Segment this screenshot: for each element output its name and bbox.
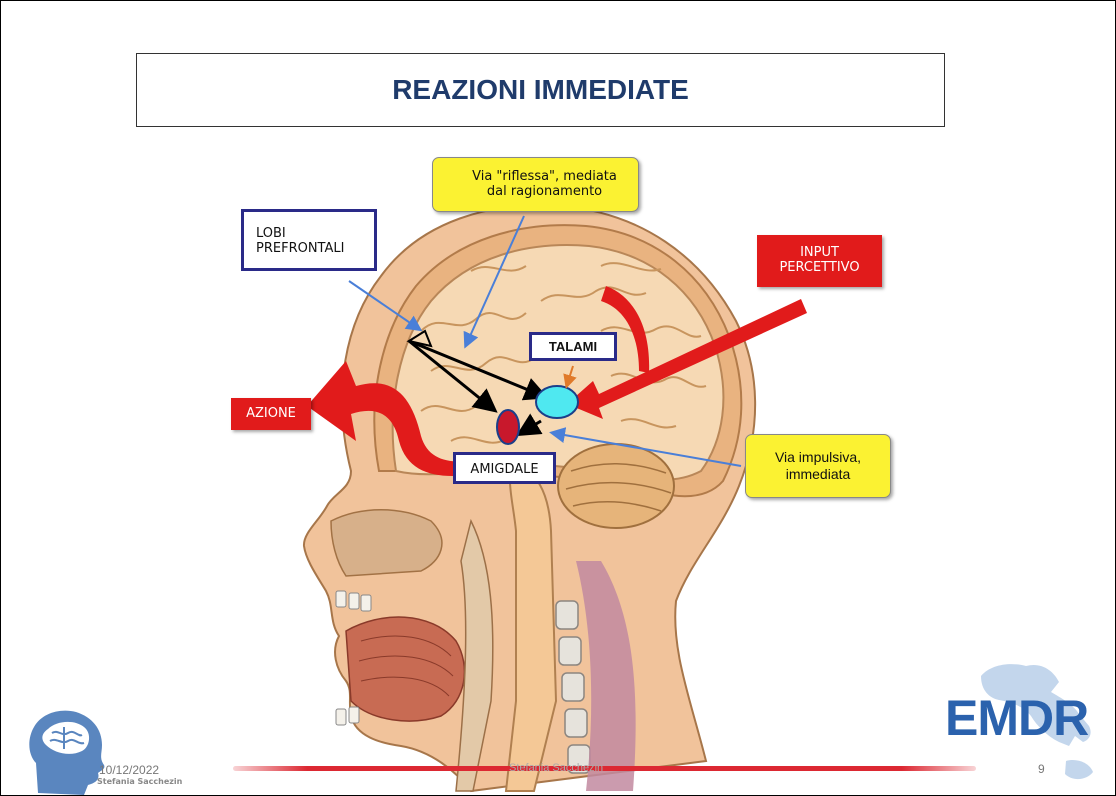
footer-divider: [233, 766, 976, 771]
mouth: [346, 617, 464, 721]
amigdale-oval: [497, 410, 519, 444]
label-azione: AZIONE: [231, 398, 311, 430]
label-via-impulsiva: Via impulsiva, immediata: [745, 434, 891, 498]
label-via-riflessa: Via "riflessa", mediata dal ragionamento: [432, 157, 639, 212]
footer-center-text: Stefania Sacchezin: [509, 762, 603, 774]
label-input-percettivo: INPUT PERCETTIVO: [757, 235, 882, 287]
page-number: 9: [1038, 762, 1045, 776]
nasal-cavity: [331, 510, 442, 576]
label-amigdale: AMIGDALE: [453, 452, 556, 484]
brain-head-logo: [26, 707, 108, 795]
footer-date: 10/12/2022: [99, 763, 159, 777]
label-lobi-prefrontali: LOBI PREFRONTALI: [241, 209, 377, 271]
footer-author: Stefania Sacchezin: [97, 777, 182, 786]
talami-oval: [536, 386, 578, 418]
label-talami: TALAMI: [529, 332, 617, 361]
emdr-logo-text: EMDR: [945, 689, 1088, 747]
